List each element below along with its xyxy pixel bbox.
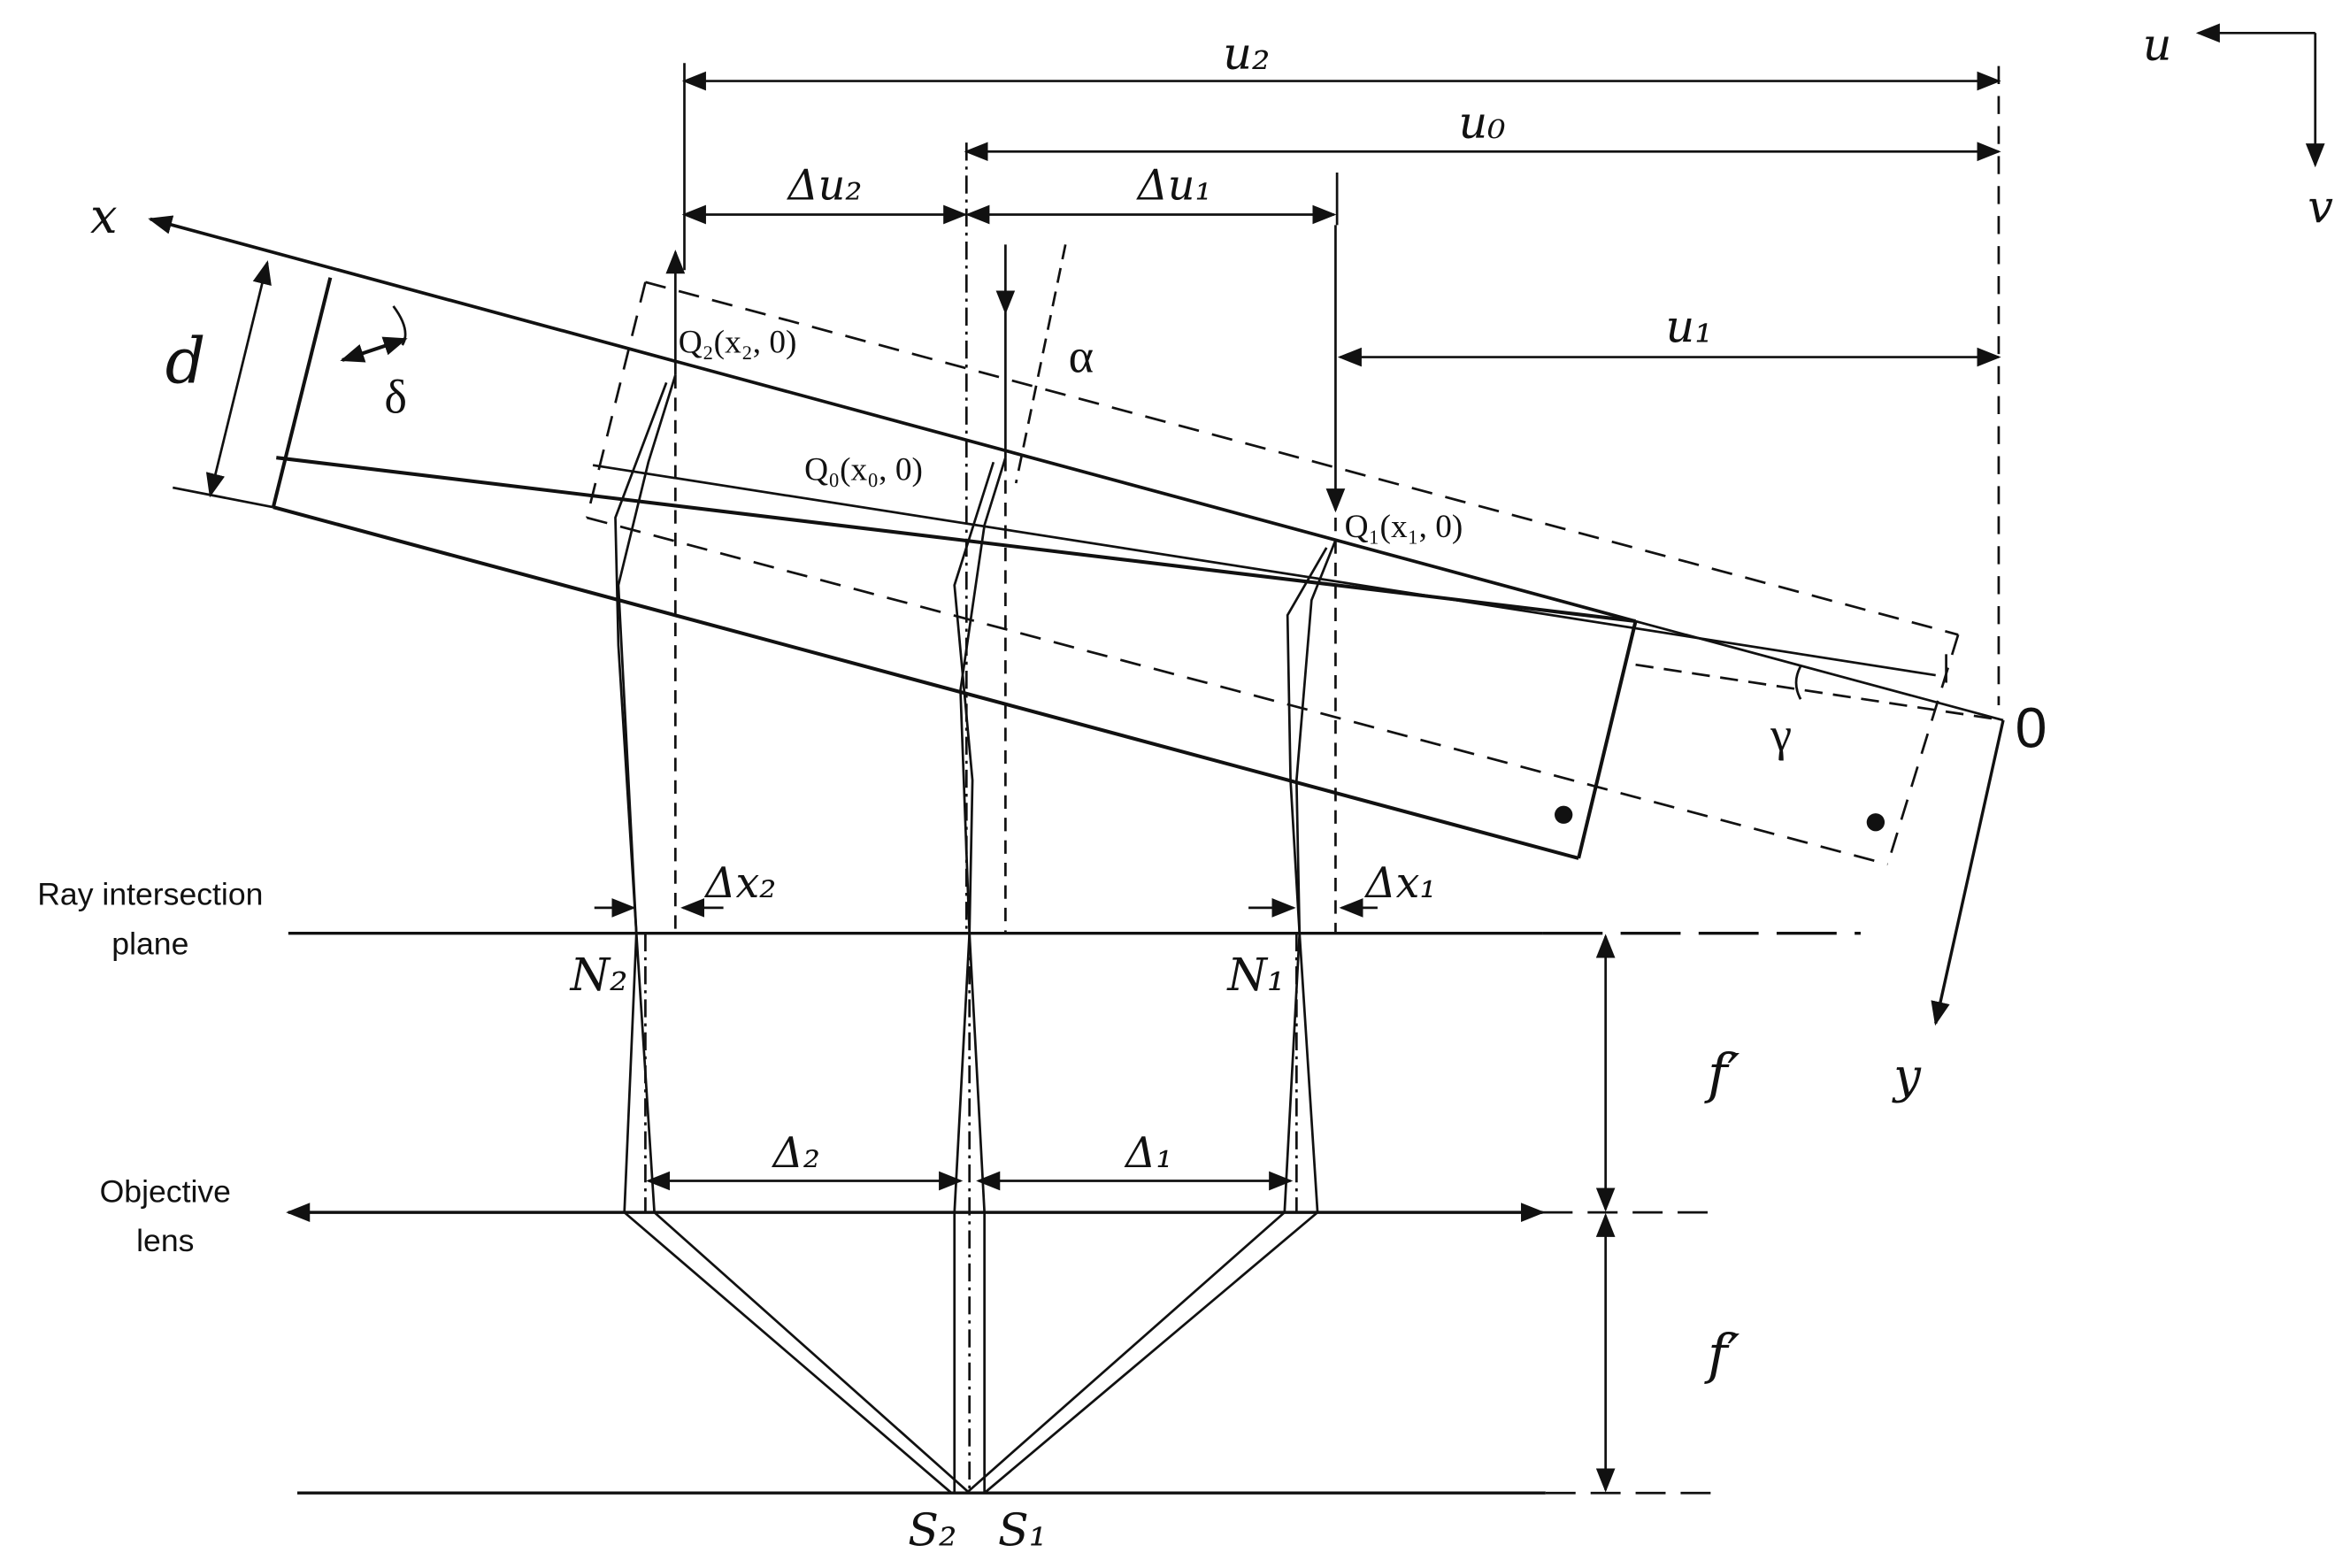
label-origin: 0 — [2016, 696, 2047, 759]
label-axis-u: u — [2143, 19, 2172, 71]
left-ray-b — [614, 381, 668, 1213]
x-axis — [148, 215, 1637, 623]
label-delta1: Δ₁ — [1124, 1129, 1172, 1178]
label-q0: Q₀(x₀, 0) — [804, 452, 923, 488]
label-s2: S₂ — [908, 1504, 956, 1556]
label-axis-x: x — [90, 188, 118, 244]
incident-rays — [665, 225, 1346, 513]
gamma-solid-line — [1635, 619, 2004, 722]
center-ray-b — [953, 461, 995, 1213]
label-dx2: Δx₂ — [703, 859, 776, 908]
focal-ray-left-a — [623, 1211, 953, 1495]
right-ray-a — [1294, 539, 1337, 1213]
dashed-plate-top — [645, 281, 1959, 636]
label-u0: u₀ — [1458, 96, 1505, 149]
label-du1: Δu₁ — [1136, 162, 1212, 211]
right-ray-b — [1283, 547, 1328, 1213]
plate-right-edge — [1577, 620, 1638, 859]
label-f-lower: f′ — [1704, 1324, 1740, 1387]
focal-ray-right-a — [983, 1211, 1318, 1495]
dashed-plate-left — [585, 281, 647, 519]
label-delta: δ — [384, 370, 407, 423]
labels: u v u₂ u₀ Δu₂ Δu₁ u₁ x d δ α γ 0 y Q₂(x₂… — [37, 19, 2333, 1556]
focal-rays — [623, 1211, 1318, 1495]
top-dimensions — [681, 63, 2001, 367]
plate-dot — [1555, 805, 1573, 824]
label-u1: u₁ — [1665, 301, 1712, 353]
label-n1: N₁ — [1225, 949, 1285, 1001]
y-axis — [1931, 719, 2005, 1026]
label-f-upper: f′ — [1704, 1042, 1740, 1105]
label-n2: N₂ — [569, 949, 628, 1001]
label-delta2: Δ₂ — [772, 1129, 820, 1178]
label-axis-y: y — [1891, 1048, 1922, 1103]
dashed-plate-dot — [1866, 813, 1885, 832]
plate-bottom-extension — [173, 486, 274, 509]
alpha-reference-line — [1014, 244, 1067, 484]
focal-ray-right-b — [965, 1211, 1286, 1495]
label-du2: Δu₂ — [787, 162, 863, 211]
center-ray-a — [959, 457, 1007, 1213]
label-q2: Q₂(x₂, 0) — [679, 324, 797, 360]
dashed-plate-bottom — [586, 516, 1888, 866]
gamma-angle-arc — [1794, 665, 1802, 700]
label-axis-v: v — [2308, 181, 2333, 233]
label-dx1: Δx₁ — [1363, 859, 1436, 908]
label-d: d — [165, 324, 206, 397]
label-ray-plane-line2: plane — [111, 926, 188, 961]
label-objective-line1: Objective — [100, 1173, 231, 1209]
label-ray-plane-line1: Ray intersection — [37, 877, 263, 912]
label-s1: S₁ — [998, 1504, 1047, 1556]
label-u2: u₂ — [1223, 27, 1270, 80]
uv-axis-indicator — [2195, 23, 2325, 168]
label-gamma: γ — [1770, 708, 1792, 761]
label-objective-line2: lens — [136, 1223, 194, 1258]
d-dimension — [205, 260, 272, 498]
label-q1: Q₁(x₁, 0) — [1345, 509, 1463, 545]
delta-direction-arrow — [340, 336, 408, 363]
left-ray-a — [617, 374, 677, 1213]
plate-left-edge — [271, 277, 333, 508]
gamma-dashed-line — [1635, 663, 2004, 722]
dashed-plate-internal-ray — [592, 464, 1936, 677]
plate-bottom-edge — [273, 505, 1579, 860]
delta-angle-arc — [392, 305, 407, 346]
label-alpha: α — [1069, 330, 1094, 383]
ray-paths — [614, 374, 1337, 1213]
focal-ray-left-b — [653, 1211, 971, 1495]
